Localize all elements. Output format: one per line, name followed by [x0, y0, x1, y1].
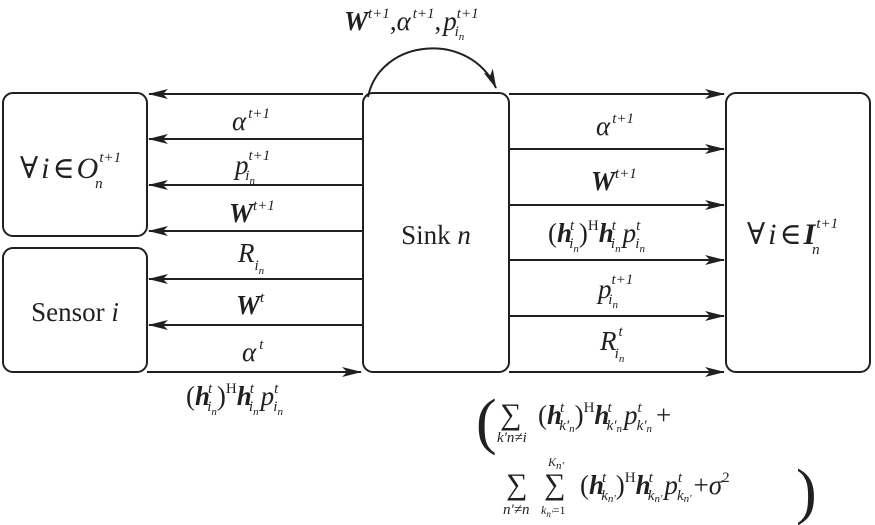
right-label-W: Wt+1 — [591, 166, 637, 196]
interference-sum-1-sub: k'n≠i — [497, 430, 527, 446]
sensor-box — [2, 247, 148, 373]
interference-sum-3: ∑ — [544, 468, 565, 501]
interference-sum-3-sub: kn'=1 — [541, 503, 566, 519]
left-label-R: Rin — [237, 238, 265, 277]
left-label-W: Wt+1 — [229, 198, 275, 228]
left-label-Wt: Wt — [236, 290, 265, 320]
interference-sum-2: ∑ — [506, 468, 527, 501]
right-group-box — [725, 92, 871, 373]
sink-label: Sink n — [401, 220, 471, 250]
sink-self-loop-arrow — [367, 47, 497, 98]
left-group-box — [2, 92, 148, 237]
interference-sum-2-sub: n'≠n — [503, 502, 529, 518]
sensor-label: Sensor i — [31, 297, 119, 327]
interference-close-paren: ) — [796, 458, 817, 525]
interference-open-paren: ( — [476, 388, 497, 456]
sink-box — [362, 92, 510, 373]
interference-sum-3-sup: Kn' — [547, 455, 565, 472]
interference-sum-1: ∑ — [500, 398, 521, 431]
